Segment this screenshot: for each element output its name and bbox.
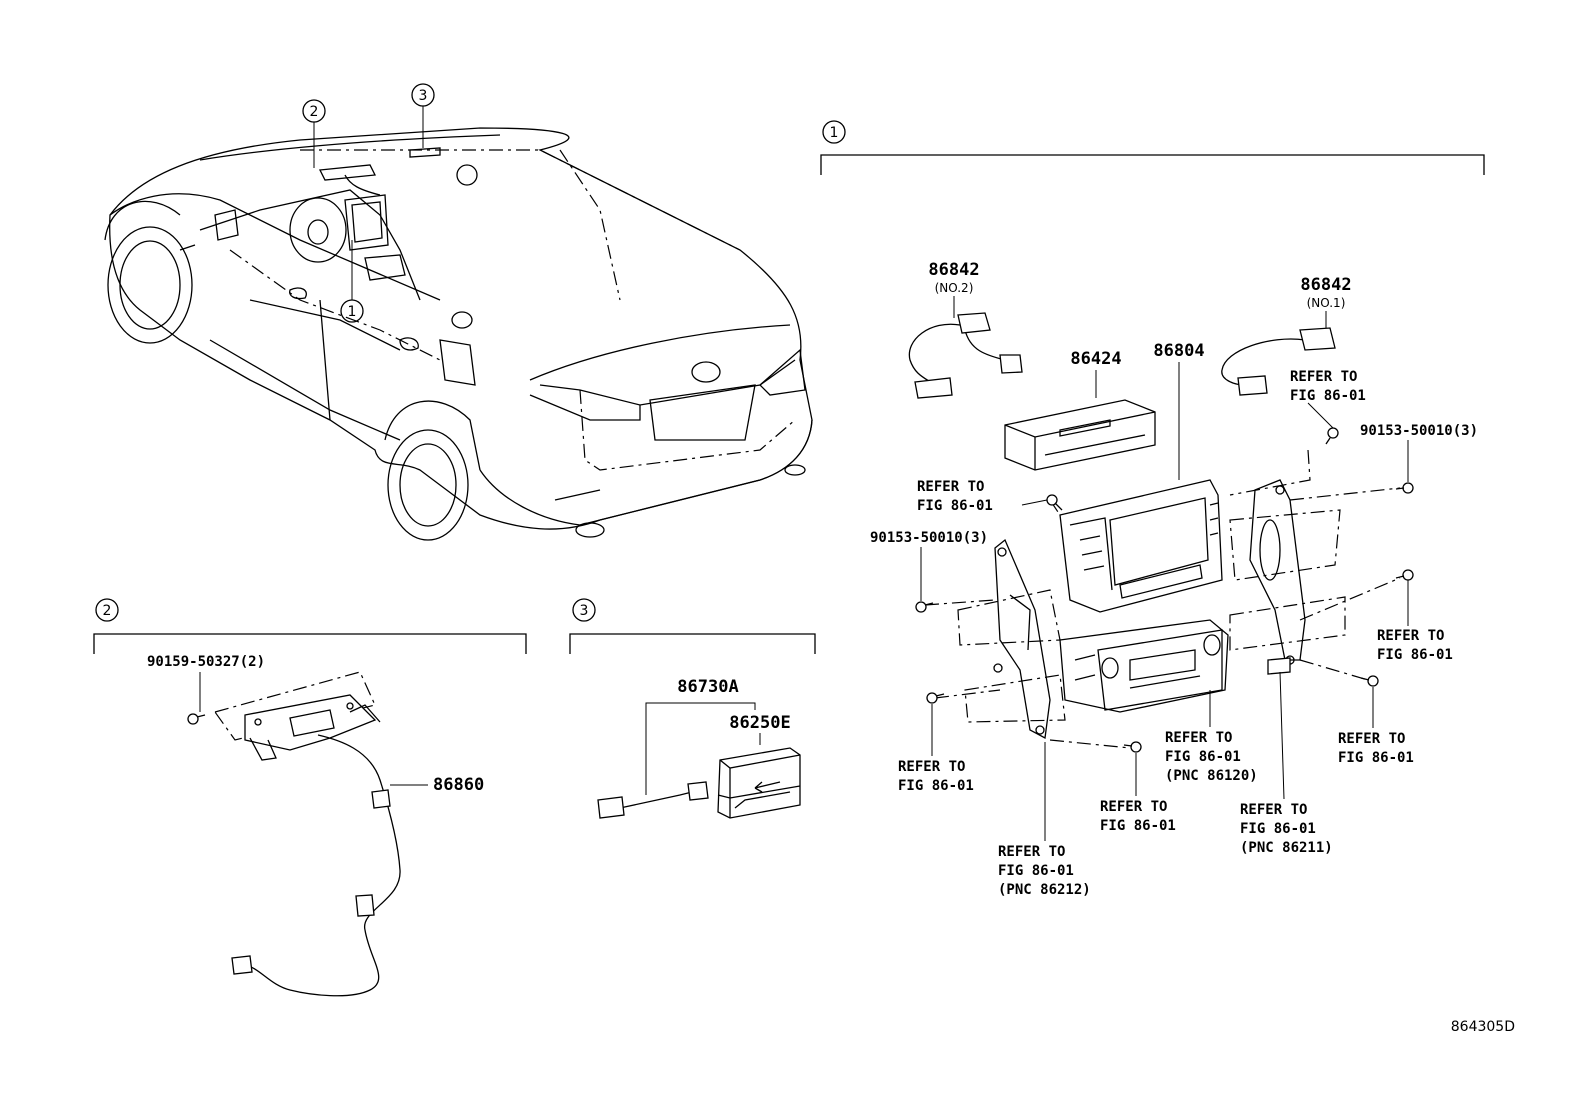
display-86804 <box>1059 479 1223 613</box>
screw-90153-right-label: 90153-50010(3) <box>1360 423 1478 439</box>
screw-left-low <box>926 692 945 704</box>
figure-code: 864305D <box>1451 1019 1515 1035</box>
harness-86730A <box>597 781 709 819</box>
module-86250E <box>717 747 801 819</box>
refer-f-line3: (PNC 86120) <box>1165 768 1258 784</box>
harness-86842-no1 <box>1221 327 1336 396</box>
part-86860-label: 86860 <box>433 775 484 795</box>
refer-h-line2: FIG 86-01 <box>1240 821 1316 837</box>
section-2-marker: 2 <box>103 603 112 619</box>
section-3-marker: 3 <box>580 603 589 619</box>
callout-3-text: 3 <box>419 88 428 104</box>
refer-g-line1: REFER TO <box>1100 799 1167 815</box>
refer-a-line2: FIG 86-01 <box>1290 388 1366 404</box>
car-illustration: 2 3 1 <box>104 83 813 541</box>
refer-c-line1: REFER TO <box>1377 628 1444 644</box>
screw-90159-label: 90159-50327(2) <box>147 654 265 670</box>
callout-1-text: 1 <box>348 304 357 320</box>
screw-right-2 <box>1395 569 1414 581</box>
bracket-left <box>993 538 1051 740</box>
antenna-cable-86860 <box>231 734 401 997</box>
part-86730A-label: 86730A <box>677 677 738 697</box>
section-3: 3 86730A 86250E <box>569 598 816 819</box>
part-86842-no1-label: 86842 <box>1300 275 1351 295</box>
part-86842-no1-note: (NO.1) <box>1307 296 1346 310</box>
unit-86424 <box>1004 399 1156 471</box>
head-unit <box>1059 619 1229 713</box>
refer-e-line1: REFER TO <box>898 759 965 775</box>
antenna-bracket <box>244 694 381 761</box>
part-86804-label: 86804 <box>1153 341 1204 361</box>
screw-90159 <box>187 713 206 725</box>
refer-f-line2: FIG 86-01 <box>1165 749 1241 765</box>
section-2: 2 90159-50327(2) 86860 <box>93 598 527 997</box>
refer-h-line1: REFER TO <box>1240 802 1307 818</box>
part-86250E-label: 86250E <box>729 713 790 733</box>
callout-2-text: 2 <box>310 104 319 120</box>
part-86424-label: 86424 <box>1070 349 1121 369</box>
refer-d-line1: REFER TO <box>1338 731 1405 747</box>
screw-bottom <box>1123 741 1142 753</box>
part-86842-no2-note: (NO.2) <box>935 281 974 295</box>
refer-b-line1: REFER TO <box>917 479 984 495</box>
refer-i-line3: (PNC 86212) <box>998 882 1091 898</box>
harness-86842-no2 <box>908 312 1023 399</box>
refer-a-line1: REFER TO <box>1290 369 1357 385</box>
screw-right-3 <box>1360 675 1379 687</box>
refer-b-line2: FIG 86-01 <box>917 498 993 514</box>
refer-c-line2: FIG 86-01 <box>1377 647 1453 663</box>
refer-g-line2: FIG 86-01 <box>1100 818 1176 834</box>
refer-i-line2: FIG 86-01 <box>998 863 1074 879</box>
refer-d-line2: FIG 86-01 <box>1338 750 1414 766</box>
refer-e-line2: FIG 86-01 <box>898 778 974 794</box>
section-1-marker: 1 <box>830 125 839 141</box>
refer-f-line1: REFER TO <box>1165 730 1232 746</box>
screw-right-1 <box>1395 482 1414 494</box>
section-1: 1 86842 (NO.2) 86842 (NO.1) 86424 <box>820 120 1485 898</box>
refer-i-line1: REFER TO <box>998 844 1065 860</box>
screw-right-top <box>1325 427 1339 445</box>
refer-h-line3: (PNC 86211) <box>1240 840 1333 856</box>
part-86842-no2-label: 86842 <box>928 260 979 280</box>
screw-left-mid <box>915 601 934 613</box>
screw-90153-left-label: 90153-50010(3) <box>870 530 988 546</box>
